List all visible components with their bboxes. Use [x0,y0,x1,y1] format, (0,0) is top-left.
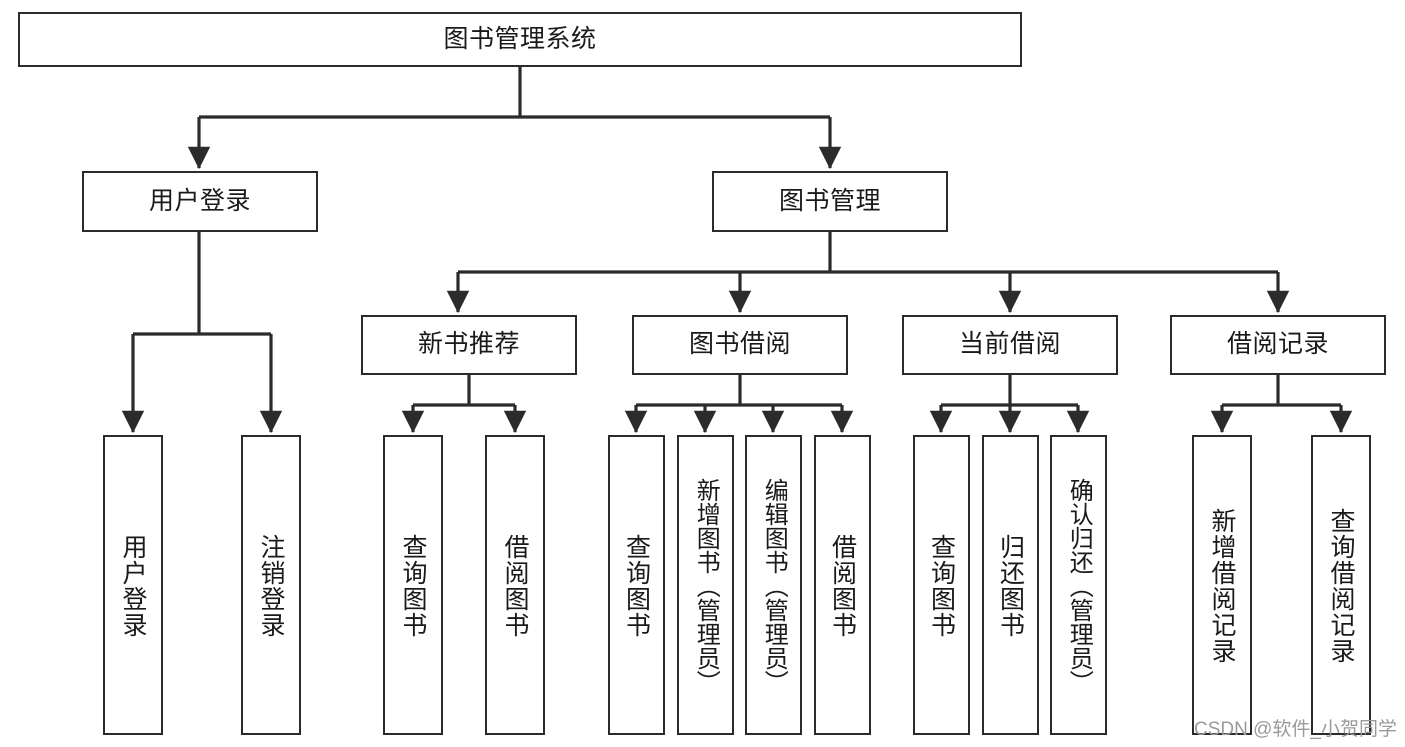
node-book-borrow[interactable]: 图书借阅 [632,315,848,375]
node-book-manage[interactable]: 图书管理 [712,171,948,232]
node-leaf-edit-book-label: 编辑图书（管理员） [760,478,788,694]
node-leaf-logout[interactable]: 注销登录 [241,435,301,735]
node-leaf-add-record-label: 新增借阅记录 [1208,508,1236,664]
node-leaf-query-book-1[interactable]: 查询图书 [383,435,443,735]
node-leaf-add-book-label: 新增图书（管理员） [692,478,720,694]
node-new-book-rec[interactable]: 新书推荐 [361,315,577,375]
node-leaf-borrow-book-2-label: 借阅图书 [828,534,857,638]
node-leaf-query-book-3[interactable]: 查询图书 [913,435,970,735]
node-book-manage-label: 图书管理 [778,186,881,215]
node-leaf-user-login-label: 用户登录 [119,534,147,638]
node-leaf-confirm-return[interactable]: 确认归还（管理员） [1050,435,1107,735]
node-root[interactable]: 图书管理系统 [18,12,1022,67]
node-leaf-query-record-label: 查询借阅记录 [1327,508,1355,664]
node-leaf-return-book[interactable]: 归还图书 [982,435,1039,735]
node-borrow-record[interactable]: 借阅记录 [1170,315,1386,375]
node-leaf-add-record[interactable]: 新增借阅记录 [1192,435,1252,735]
node-leaf-return-book-label: 归还图书 [996,534,1025,638]
node-leaf-query-book-1-label: 查询图书 [399,534,427,638]
node-borrow-record-label: 借阅记录 [1226,330,1329,359]
node-book-borrow-label: 图书借阅 [688,330,791,359]
node-leaf-query-book-3-label: 查询图书 [927,534,956,638]
node-leaf-query-record[interactable]: 查询借阅记录 [1311,435,1371,735]
node-leaf-confirm-return-label: 确认归还（管理员） [1065,478,1093,694]
node-leaf-query-book-2-label: 查询图书 [622,534,651,638]
node-user-login-label: 用户登录 [148,186,251,215]
node-leaf-add-book[interactable]: 新增图书（管理员） [677,435,734,735]
node-leaf-borrow-book-2[interactable]: 借阅图书 [814,435,871,735]
node-current-borrow-label: 当前借阅 [958,330,1061,359]
node-root-label: 图书管理系统 [443,24,597,53]
node-leaf-query-book-2[interactable]: 查询图书 [608,435,665,735]
node-leaf-borrow-book-1-label: 借阅图书 [501,534,529,638]
node-leaf-user-login[interactable]: 用户登录 [103,435,163,735]
node-current-borrow[interactable]: 当前借阅 [902,315,1118,375]
node-leaf-logout-label: 注销登录 [257,534,285,638]
node-user-login[interactable]: 用户登录 [82,171,318,232]
node-leaf-edit-book[interactable]: 编辑图书（管理员） [745,435,802,735]
node-new-book-rec-label: 新书推荐 [417,330,520,359]
node-leaf-borrow-book-1[interactable]: 借阅图书 [485,435,545,735]
